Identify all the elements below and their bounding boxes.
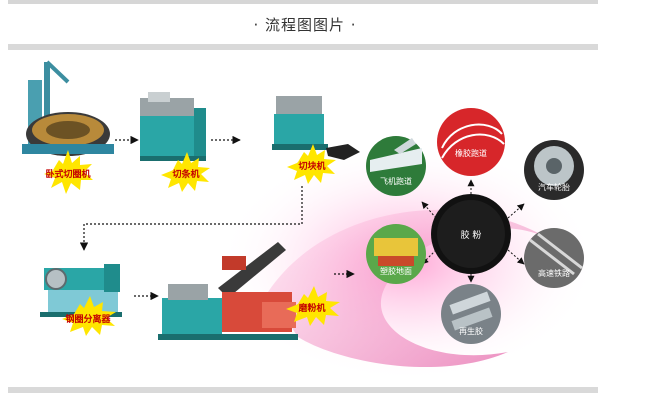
application-high-speed-rail: 高速铁路 (524, 228, 584, 288)
hub-label: 胶 粉 (461, 229, 482, 241)
application-label: 橡胶跑道 (455, 148, 487, 158)
label-grinder: 磨粉机 (286, 286, 340, 326)
application-car-tire: 汽车轮胎 (524, 140, 584, 200)
title-divider (8, 44, 598, 50)
machine-strip-cutter (140, 92, 206, 161)
machine-label: 切块机 (298, 160, 325, 172)
flow-connector (79, 186, 303, 251)
label-strip-cutter: 切条机 (161, 152, 210, 192)
machine-block-cutter (272, 96, 360, 160)
application-rubber-track: 橡胶跑道 (437, 108, 505, 176)
machine-grinder (158, 242, 298, 340)
machine-label: 磨粉机 (297, 302, 325, 314)
application-plastic-floor: 塑胶地面 (366, 224, 426, 284)
bottom-divider (8, 387, 598, 393)
application-label: 高速铁路 (538, 268, 570, 278)
machine-ring-cutter (22, 60, 114, 156)
label-bead-separator: 钢圈分离器 (62, 296, 116, 336)
page-title: · 流程图图片 · (253, 16, 357, 34)
application-airport-runway: 飞机跑道 (366, 136, 426, 196)
application-label: 汽车轮胎 (538, 182, 570, 192)
machine-label: 卧式切圈机 (45, 168, 90, 180)
application-reclaimed-rubber: 再生胶 (441, 284, 501, 344)
flow-diagram: 卧式切圈机 切条机 切块机 钢圈分离器 (8, 52, 598, 384)
hub-rubber-powder: 胶 粉 (431, 194, 511, 274)
label-ring-cutter: 卧式切圈机 (44, 150, 93, 194)
application-label: 再生胶 (459, 326, 483, 336)
application-label: 飞机跑道 (380, 176, 412, 186)
top-divider (8, 0, 598, 4)
application-label: 塑胶地面 (380, 266, 412, 276)
label-block-cutter: 切块机 (287, 144, 336, 184)
machine-label: 钢圈分离器 (65, 313, 111, 325)
flow-diagram-svg: 卧式切圈机 切条机 切块机 钢圈分离器 (22, 60, 598, 382)
background-swirl (268, 209, 568, 368)
machine-label: 切条机 (172, 168, 199, 180)
